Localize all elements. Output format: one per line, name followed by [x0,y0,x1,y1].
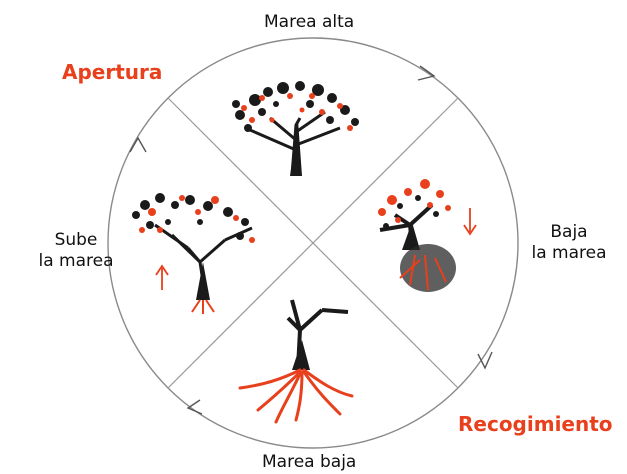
divider-line-b [167,97,459,389]
arrow-left-top-icon [129,136,147,153]
arrow-right-bottom-icon [477,351,493,370]
tree-ebbing-tide [378,179,456,292]
label-low-tide: Marea baja [262,452,357,472]
label-closing-phase: Recogimiento [458,412,613,436]
label-rising-tide: Sube la marea [28,230,124,272]
arrow-top-right-icon [417,65,436,81]
cycle-ring [107,37,519,449]
label-opening-phase: Apertura [62,60,163,84]
label-rising-tide-line2: la marea [38,251,114,271]
arrow-bottom-left-icon [186,399,203,415]
label-rising-tide-line1: Sube [54,230,98,250]
label-ebbing-tide-line2: la marea [531,243,607,263]
label-high-tide: Marea alta [264,12,355,32]
tree-low-tide [238,299,354,424]
label-ebbing-tide: Baja la marea [520,222,618,264]
label-ebbing-tide-line1: Baja [550,222,588,242]
up-arrow-icon [155,264,169,290]
tree-high-tide [232,81,359,176]
tree-rising-tide [132,193,255,314]
down-arrow-icon [463,208,477,236]
